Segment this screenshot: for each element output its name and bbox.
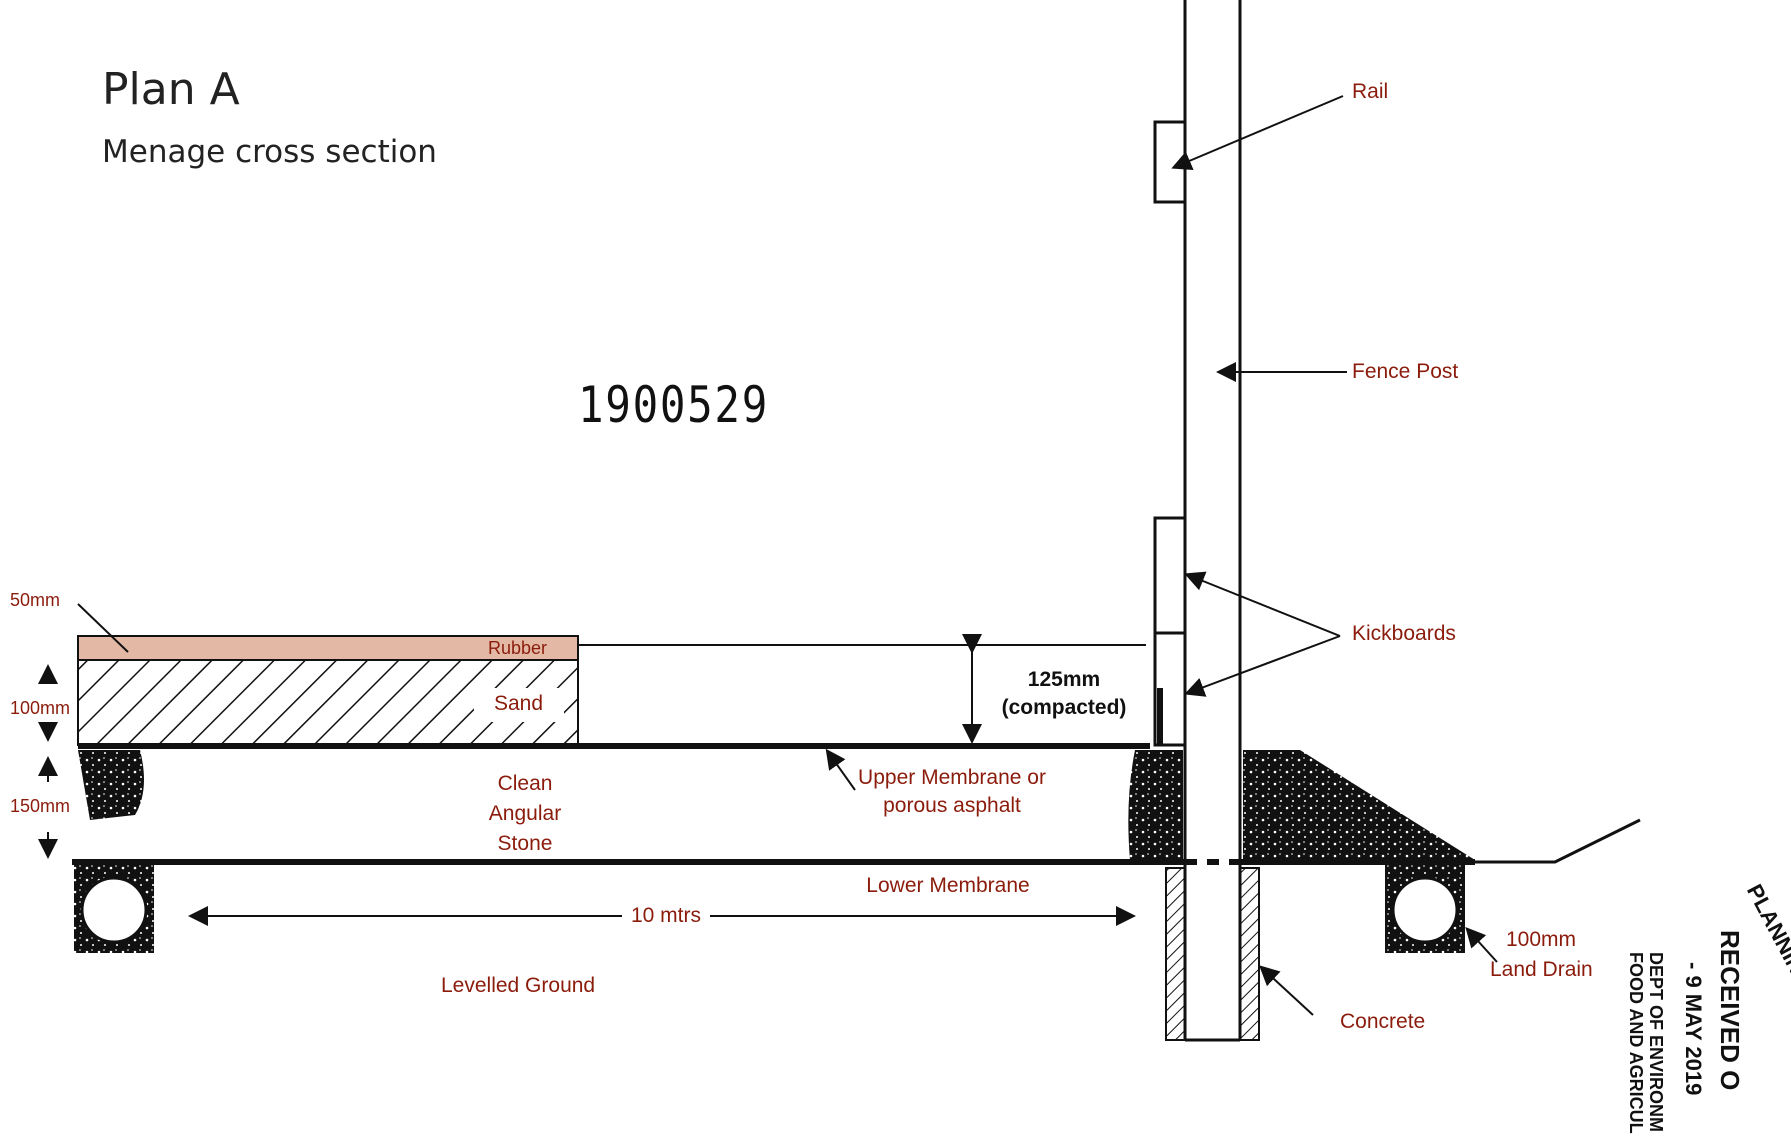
rail-label: Rail — [1352, 80, 1389, 103]
upper-membrane-label-line1: Upper Membrane or — [858, 766, 1046, 789]
ground-line-right — [1475, 818, 1641, 864]
compacted-depth-label: 125mm — [1027, 668, 1101, 691]
leader-kickboard-1 — [1184, 571, 1341, 637]
leader-drain — [1465, 927, 1498, 963]
distance-label: 10 mtrs — [630, 904, 702, 927]
stamp-dept-line2: FOOD AND AGRICUL — [1626, 952, 1646, 1134]
concrete-left — [1165, 867, 1186, 1041]
land-drain-label: Land Drain — [1490, 958, 1593, 981]
stone-label-line2: Angular — [488, 802, 562, 825]
concrete-label: Concrete — [1340, 1010, 1426, 1033]
gravel-left — [78, 750, 144, 820]
dim-150mm-label: 150mm — [10, 796, 71, 816]
fence-post-label: Fence Post — [1352, 360, 1459, 383]
leader-concrete — [1259, 965, 1314, 1016]
gravel-post-left — [1128, 750, 1183, 860]
stone-label-line1: Clean — [497, 772, 553, 795]
leader-rail — [1171, 95, 1344, 170]
stamp-dept-line1: DEPT OF ENVIRONM — [1646, 952, 1666, 1133]
dim-100mm-label: 100mm — [10, 698, 71, 718]
rubber-label: Rubber — [488, 638, 548, 658]
drain-right-pipe — [1391, 876, 1459, 944]
kickboards-label: Kickboards — [1352, 622, 1456, 645]
diagram-subtitle: Menage cross section — [102, 134, 437, 170]
rail — [1153, 120, 1187, 204]
kickboard-upper — [1153, 516, 1187, 635]
drain-left-pipe — [80, 876, 148, 944]
stamp-date: - 9 MAY 2019 — [1681, 962, 1706, 1096]
stamp-received-line: RECEIVED O — [1715, 930, 1745, 1091]
levelled-ground-label: Levelled Ground — [441, 974, 596, 997]
land-drain-size-label: 100mm — [1506, 928, 1577, 951]
fence-post — [1183, 0, 1242, 1042]
stone-label-line3: Stone — [497, 832, 553, 855]
dim-50mm-label: 50mm — [10, 590, 61, 610]
leader-upper-membrane — [825, 748, 856, 791]
upper-membrane-label-line2: porous asphalt — [883, 794, 1021, 817]
diagram-title: Plan A — [102, 64, 240, 115]
gravel-post-right — [1243, 750, 1475, 860]
leader-kickboard-2 — [1184, 635, 1341, 697]
compacted-note-label: (compacted) — [1001, 696, 1127, 719]
lower-membrane-label: Lower Membrane — [866, 874, 1030, 897]
reference-number: 1900529 — [578, 376, 770, 434]
concrete-right — [1239, 867, 1260, 1041]
sand-label: Sand — [494, 692, 544, 715]
leader-50mm — [77, 603, 129, 653]
